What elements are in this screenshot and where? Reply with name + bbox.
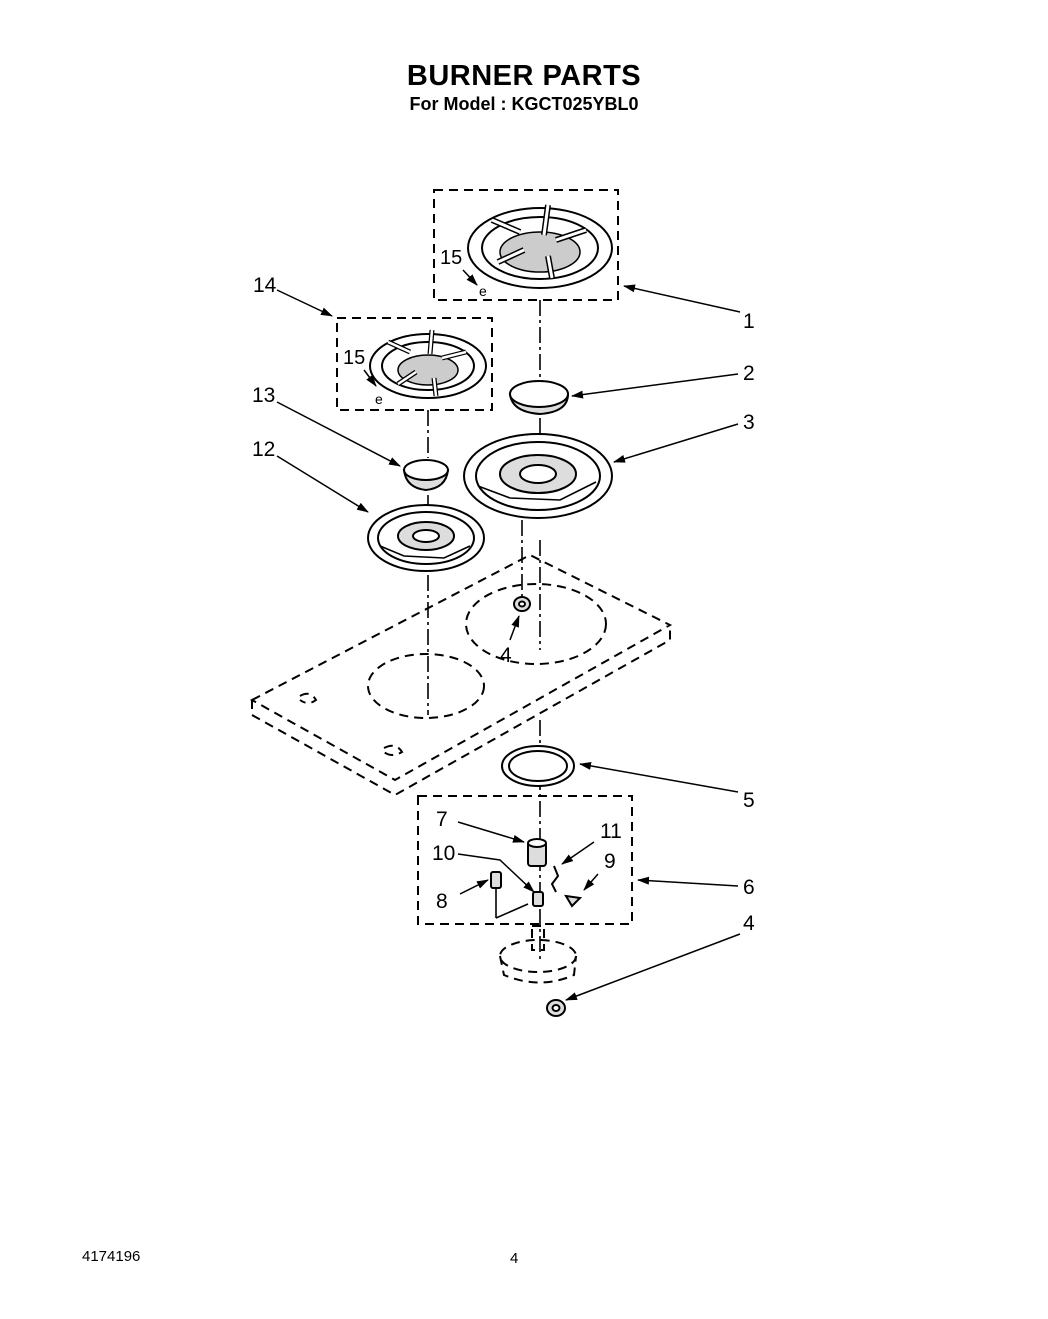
page-title: BURNER PARTS [406,60,642,92]
document-number: 4174196 [82,1248,141,1265]
large-burner-base [463,433,613,519]
small-burner-base [367,504,485,572]
grate-foot-icon: e [479,283,487,299]
spring-clip-11 [550,865,560,893]
callout-6: 6 [743,876,755,899]
orifice-10 [532,891,544,907]
callout-3: 3 [743,411,755,434]
orifice-holder [527,838,547,867]
callout-4-top: 4 [500,644,512,667]
callout-14: 14 [253,274,277,297]
callout-2: 2 [743,362,755,385]
grate-foot-icon-small: e [375,391,383,407]
screw-8 [490,871,529,919]
large-burner-cap [508,380,570,416]
callout-11: 11 [600,820,622,843]
small-burner-cap [402,459,450,492]
orifice-group-box [417,795,633,925]
page-number: 4 [510,1250,519,1267]
nut-bottom [546,999,566,1017]
callout-8: 8 [436,890,448,913]
callout-5: 5 [743,789,755,812]
callout-7: 7 [436,808,448,831]
cooktop-outline [249,553,673,797]
callout-4-bottom: 4 [743,912,755,935]
callout-13: 13 [252,384,275,407]
large-burner-grate [467,204,613,289]
model-subtitle: For Model : KGCT025YBL0 [409,94,639,114]
gas-valve-outline [499,925,577,984]
small-grate-group-box [336,317,493,411]
callout-1: 1 [743,310,755,333]
large-grate-group-box [433,189,619,301]
callout-9: 9 [604,850,616,873]
callout-12: 12 [252,438,275,461]
small-burner-grate [369,329,487,399]
callout-10: 10 [432,842,455,865]
clip-9 [564,894,583,908]
callout-15-large: 15 [440,247,462,269]
burner-ring [501,745,575,787]
callout-15-small: 15 [343,347,365,369]
nut-top [513,596,531,612]
